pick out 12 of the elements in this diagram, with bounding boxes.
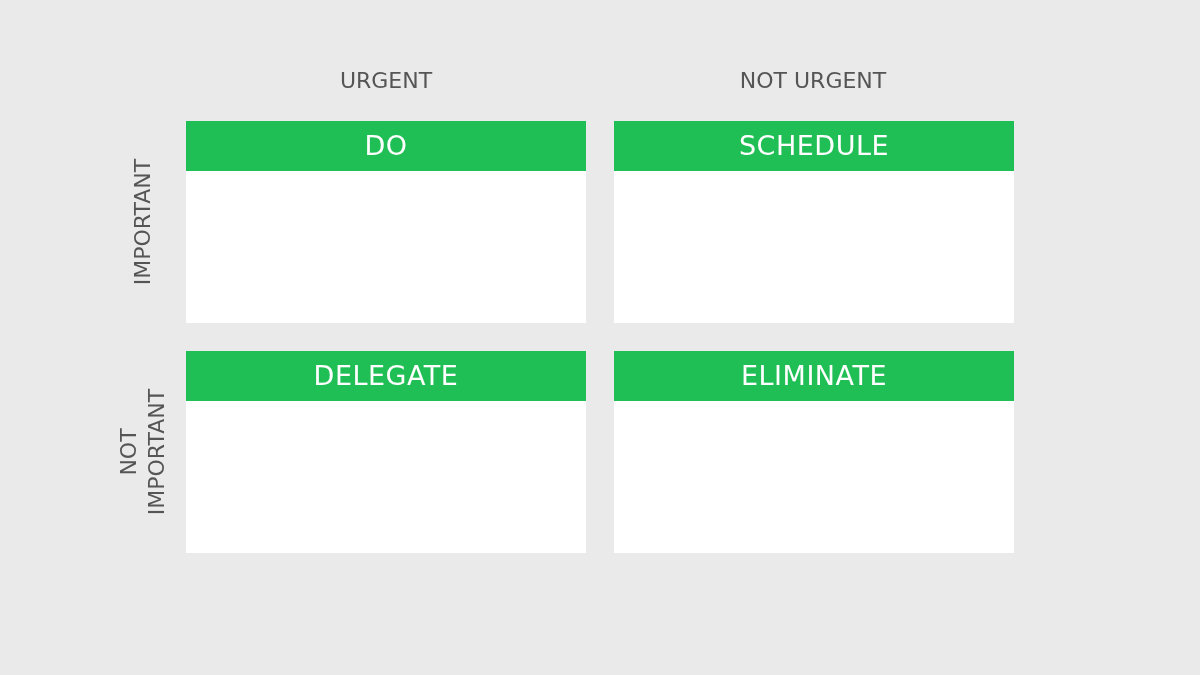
column-heading: URGENT — [338, 67, 434, 95]
quadrant-card — [186, 351, 586, 553]
quadrant-header: SCHEDULE — [614, 121, 1014, 171]
quadrant-header: DO — [186, 121, 586, 171]
quadrant-card — [614, 351, 1014, 553]
quadrant-card — [186, 121, 586, 323]
column-heading: NOT URGENT — [738, 67, 888, 95]
quadrant-header: DELEGATE — [186, 351, 586, 401]
quadrant-header: ELIMINATE — [614, 351, 1014, 401]
quadrant-card — [614, 121, 1014, 323]
row-heading: NOT IMPORTANT — [115, 387, 170, 518]
row-heading: IMPORTANT — [129, 157, 156, 288]
